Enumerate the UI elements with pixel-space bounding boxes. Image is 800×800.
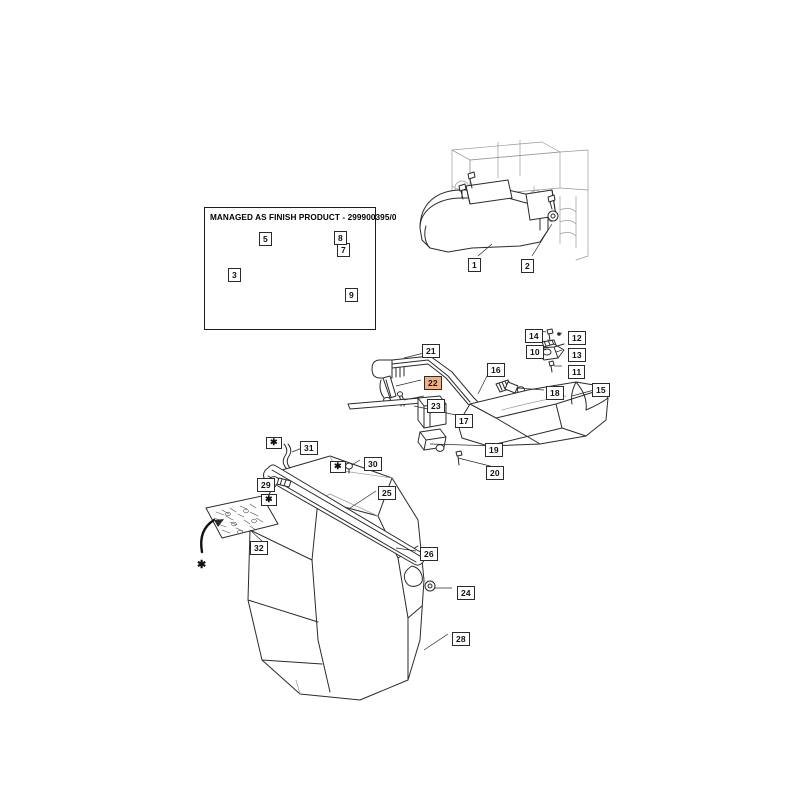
callout-21: 21 xyxy=(422,344,440,358)
callout-3: 3 xyxy=(228,268,241,282)
callout-16: 16 xyxy=(487,363,505,377)
bolt-icons xyxy=(458,171,559,222)
callout-20: 20 xyxy=(486,466,504,480)
callout-14: 14 xyxy=(525,329,543,343)
callout-1: 1 xyxy=(468,258,481,272)
callout-5: 5 xyxy=(259,232,272,246)
callout-10: 10 xyxy=(526,345,544,359)
handle-assembly-art xyxy=(347,351,609,469)
callout-7: 7 xyxy=(337,243,350,257)
fastener-cluster-art xyxy=(537,328,565,373)
callout-23: 23 xyxy=(427,399,445,413)
callout-25: 25 xyxy=(378,486,396,500)
callout-22-highlighted: 22 xyxy=(424,376,442,390)
callout-24: 24 xyxy=(457,586,475,600)
grass-collector-art xyxy=(200,443,452,701)
callout-2: 2 xyxy=(521,259,534,273)
callout-32: 32 xyxy=(250,541,268,555)
star-marker: ✱ xyxy=(266,437,282,449)
callout-12: 12 xyxy=(568,331,586,345)
inset-title: MANAGED AS FINISH PRODUCT - 299900395/0 xyxy=(210,213,397,222)
callout-9: 9 xyxy=(345,288,358,302)
callout-18: 18 xyxy=(546,386,564,400)
callout-8: 8 xyxy=(334,231,347,245)
star-marker: ✱ xyxy=(197,559,207,571)
star-marker: ✱ xyxy=(330,461,346,473)
callout-19: 19 xyxy=(485,443,503,457)
callout-26: 26 xyxy=(420,547,438,561)
callout-28: 28 xyxy=(452,632,470,646)
bumper-assembly-art xyxy=(419,139,589,261)
callout-11: 11 xyxy=(568,365,586,379)
callout-17: 17 xyxy=(455,414,473,428)
clamp-18 xyxy=(495,379,526,394)
star-marker: ✱ xyxy=(261,494,277,506)
hardware-pack xyxy=(205,495,279,539)
callout-29: 29 xyxy=(257,478,275,492)
callout-15: 15 xyxy=(592,383,610,397)
callout-30: 30 xyxy=(364,457,382,471)
callout-13: 13 xyxy=(568,348,586,362)
callout-31: 31 xyxy=(300,441,318,455)
